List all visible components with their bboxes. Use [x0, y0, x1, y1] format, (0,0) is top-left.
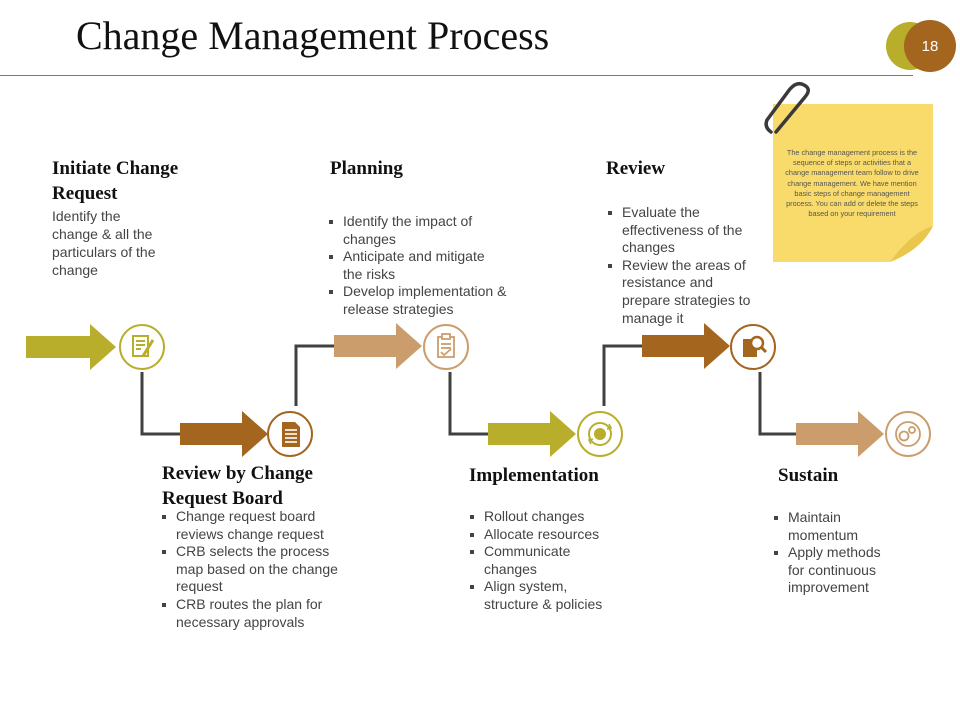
stage-bullets-sustain: Maintain momentum Apply methods for cont…: [774, 509, 886, 597]
document-edit-icon: [132, 335, 155, 357]
gears-icon: [895, 421, 921, 447]
stage-icon-ring-planning: [423, 324, 469, 370]
bullet-item: Develop implementation & release strateg…: [329, 283, 507, 318]
stage-arrow-sustain: [796, 411, 884, 457]
bullet-item: Evaluate the effectiveness of the change…: [608, 204, 764, 257]
stage-heading-planning: Planning: [330, 158, 403, 179]
stage-heading-initiate: Initiate Change Request: [52, 158, 179, 204]
connector-5: [758, 372, 800, 436]
stage-heading-review: Review: [606, 158, 666, 179]
stage-arrow-implementation: [488, 411, 576, 457]
sticky-note: [773, 104, 933, 262]
page-number-badge: 18: [904, 20, 956, 72]
stage-arrow-initiate: [26, 324, 116, 370]
stage-heading-sustain: Sustain: [778, 465, 839, 486]
stage-bullets-crb: Change request board reviews change requ…: [162, 508, 354, 631]
bullet-item: Allocate resources: [470, 526, 620, 544]
bullet-item: Rollout changes: [470, 508, 620, 526]
stage-bullets-planning: Identify the impact of changes Anticipat…: [329, 213, 507, 319]
bullet-item: Align system, structure & policies: [470, 578, 620, 613]
stage-arrow-review: [642, 323, 730, 369]
stage-arrow-crb: [180, 411, 268, 457]
clipboard-check-icon: [437, 333, 455, 358]
stage-bullets-implementation: Rollout changes Allocate resources Commu…: [470, 508, 620, 614]
stage-heading-crb: Review by Change Request Board: [162, 463, 313, 509]
bullet-item: Review the areas of resistance and prepa…: [608, 257, 764, 327]
bullet-item: Apply methods for continuous improvement: [774, 544, 886, 597]
bullet-item: Maintain momentum: [774, 509, 886, 544]
document-list-icon: [282, 422, 300, 447]
stage-heading-implementation: Implementation: [469, 465, 599, 486]
connector-3: [448, 372, 492, 436]
stage-bullets-review: Evaluate the effectiveness of the change…: [608, 204, 764, 327]
stage-arrow-planning: [334, 323, 422, 369]
paperclip-icon: [764, 81, 810, 134]
bullet-item: CRB selects the process map based on the…: [162, 543, 354, 596]
stage-icon-ring-initiate: [119, 324, 165, 370]
page-title: Change Management Process: [76, 13, 550, 58]
bullet-item: Change request board reviews change requ…: [162, 508, 354, 543]
magnifier-document-icon: [743, 335, 768, 357]
connector-4: [602, 344, 646, 406]
gear-cycle-icon: [587, 422, 613, 446]
bullet-item: Identify the impact of changes: [329, 213, 507, 248]
connector-2: [294, 344, 338, 406]
title-divider: [0, 75, 913, 76]
bullet-item: CRB routes the plan for necessary approv…: [162, 596, 354, 631]
bullet-item: Communicate changes: [470, 543, 620, 578]
bullet-item: Anticipate and mitigate the risks: [329, 248, 507, 283]
sticky-note-text: The change management process is the seq…: [785, 148, 919, 219]
connector-1: [140, 372, 184, 436]
stage-text-initiate: Identify the change & all the particular…: [52, 208, 156, 278]
